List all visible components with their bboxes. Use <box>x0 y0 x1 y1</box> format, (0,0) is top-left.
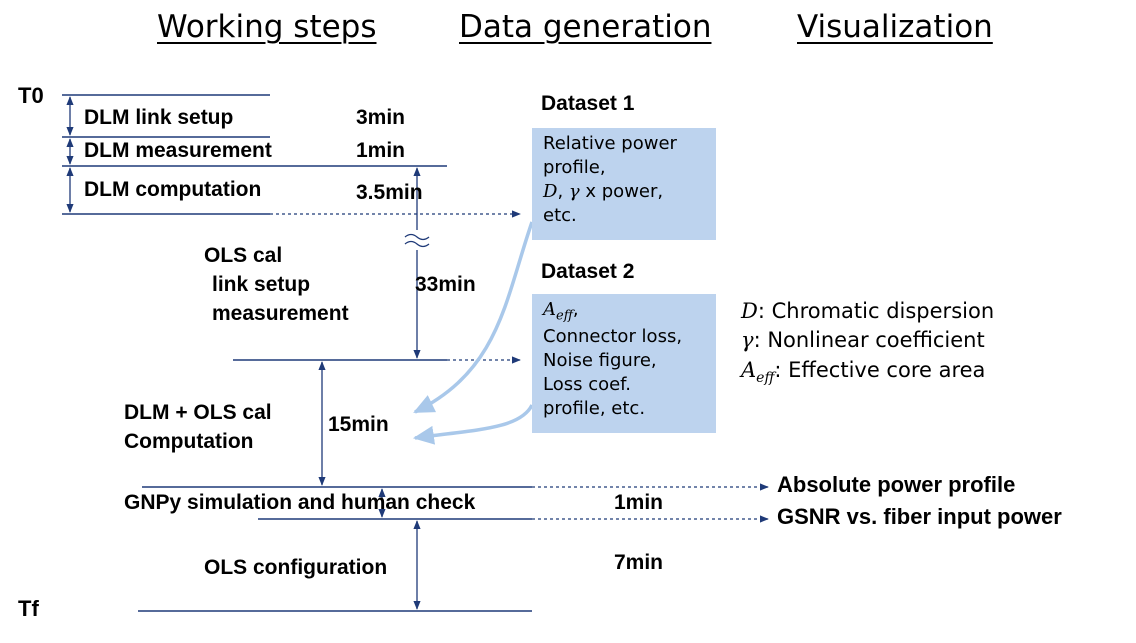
dataset2-line2: Connector loss, <box>543 326 683 347</box>
step-dlm-ols-line1: DLM + OLS cal <box>124 401 272 424</box>
step-dlm-link-setup: DLM link setup <box>84 106 234 129</box>
header-visualization: Visualization <box>797 9 993 45</box>
header-data-generation: Data generation <box>459 9 712 45</box>
legend-gamma-text: : Nonlinear coefficient <box>753 328 985 352</box>
legend-gamma-symbol: γ <box>741 328 754 352</box>
dataset1-box: Relative power profile, D, γ x power, et… <box>532 128 716 240</box>
dataset1-line4: etc. <box>543 205 577 227</box>
output-gsnr: GSNR vs. fiber input power <box>777 504 1062 529</box>
step-dlm-measurement: DLM measurement <box>84 139 272 162</box>
dataset2-line4: Loss coef. <box>543 374 631 396</box>
dataset1-line3: D, γ x power, <box>543 180 677 204</box>
dataset2-line3: Noise figure, <box>543 350 657 372</box>
break-symbol <box>404 233 430 248</box>
step-ols-cal-line1: OLS cal <box>204 244 283 267</box>
legend-aeff-sub: eff <box>756 370 775 387</box>
header-working-steps: Working steps <box>157 9 377 45</box>
step-ols-cal-line2: link setup <box>212 273 311 296</box>
label-tf: Tf <box>18 596 39 621</box>
legend-gamma: γ: Nonlinear coefficient <box>741 330 985 351</box>
step-gnpy: GNPy simulation and human check <box>124 491 476 514</box>
dataset1-line3-rest: x power, <box>579 181 664 203</box>
legend-aeff-text: : Effective core area <box>774 358 986 382</box>
curve-arrow-dataset2 <box>412 404 534 445</box>
legend-d-symbol: D <box>741 299 758 323</box>
legend-aeff-base: A <box>741 358 757 382</box>
dataset1-gamma-symbol: γ <box>568 181 580 203</box>
dataset2-line5: profile, etc. <box>543 398 646 420</box>
dataset2-line1-rest: , <box>572 299 579 320</box>
label-t0: T0 <box>18 83 44 108</box>
duration-dlm-measurement: 1min <box>356 139 406 162</box>
dataset2-line1: Aeff, <box>543 298 682 325</box>
dataset1-title: Dataset 1 <box>541 92 635 115</box>
step-ols-config: OLS configuration <box>204 556 388 579</box>
step-dlm-computation: DLM computation <box>84 178 262 201</box>
dataset1-line1: Relative power <box>543 133 677 154</box>
legend-d-text: : Chromatic dispersion <box>757 299 995 323</box>
dataset2-aeff-base: A <box>543 299 556 320</box>
dataset2-title: Dataset 2 <box>541 260 635 283</box>
dataset2-box: Aeff, Connector loss, Noise figure, Loss… <box>532 294 716 433</box>
dataset2-aeff-sub: eff <box>556 308 573 324</box>
dataset1-sep: , <box>557 181 569 203</box>
duration-gnpy: 1min <box>614 491 664 514</box>
output-absolute-power: Absolute power profile <box>777 472 1016 497</box>
duration-dlm-ols: 15min <box>328 413 389 436</box>
legend-d: D: Chromatic dispersion <box>741 301 994 322</box>
step-dlm-ols-line2: Computation <box>124 430 254 453</box>
curve-arrow-dataset1 <box>413 221 534 414</box>
duration-dlm-link-setup: 3min <box>356 106 406 129</box>
step-ols-cal-line3: measurement <box>212 302 349 325</box>
dataset1-line2: profile, <box>543 157 606 179</box>
duration-ols-cal: 33min <box>415 273 476 296</box>
dataset1-d-symbol: D <box>543 181 558 203</box>
legend-aeff: Aeff: Effective core area <box>741 358 986 387</box>
duration-ols-config: 7min <box>614 551 664 574</box>
duration-dlm-computation: 3.5min <box>356 181 423 204</box>
